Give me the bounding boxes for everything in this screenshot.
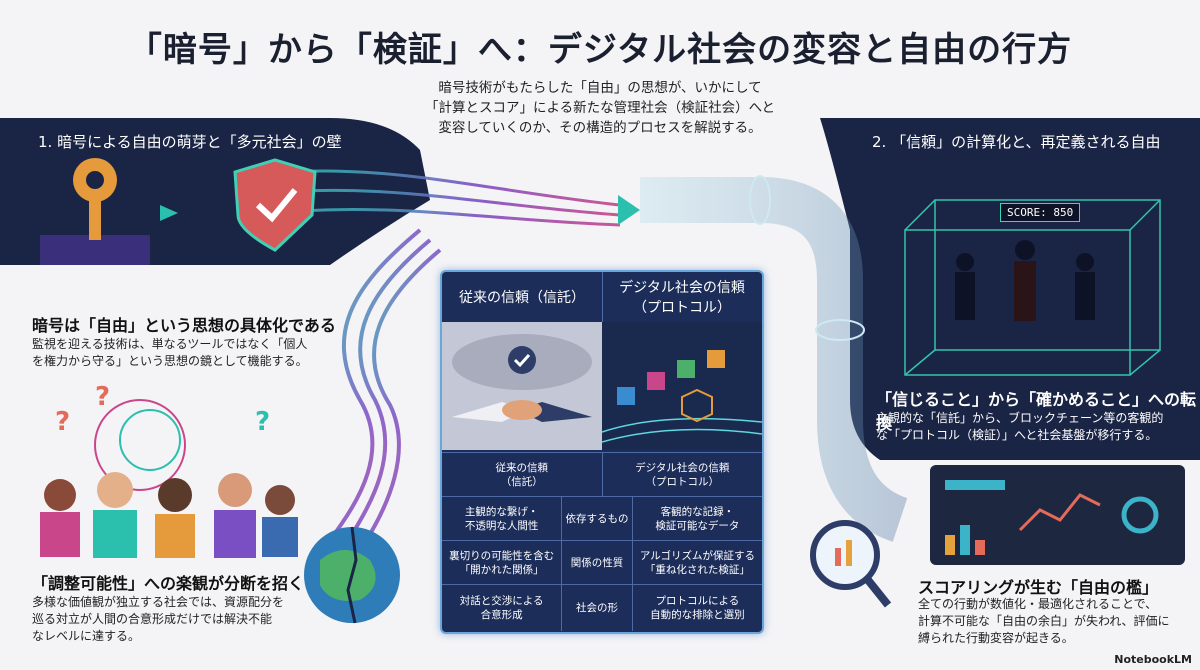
magnifier-icon xyxy=(810,520,892,608)
svg-text:?: ? xyxy=(55,407,70,437)
cell-line: 従来の信頼 xyxy=(495,462,549,474)
table-cell: 主観的な繋げ・ 不透明な人間性 xyxy=(442,497,563,541)
notebooklm-watermark: NotebookLM xyxy=(1114,653,1192,666)
body-line: 巡る対立が人間の合意形成だけでは解決不能 xyxy=(32,612,273,626)
section-1-block-2-title: 「調整可能性」への楽観が分断を招く xyxy=(32,574,305,593)
subtitle: 暗号技術がもたらした「自由」の思想が、いかにして 「計算とスコア」による新たな管… xyxy=(380,78,820,138)
cell-line: 裏切りの可能性を含む xyxy=(449,550,555,562)
cell-line: 「開かれた関係」 xyxy=(459,564,544,576)
score-badge: SCORE: 850 xyxy=(1000,203,1081,222)
cell-line: （プロトコル） xyxy=(645,476,720,488)
section-1-block-1-body: 監視を迎える技術は、単なるツールではなく「個人 を権力から守る」という思想の鏡と… xyxy=(32,336,332,370)
table-cell: 従来の信頼 （信託） xyxy=(442,453,603,497)
body-line: を権力から守る」という思想の鏡として機能する。 xyxy=(32,354,308,368)
table-row: 対話と交渉による 合意形成 社会の形 プロトコルによる 自動的な排除と選別 xyxy=(442,584,762,631)
cell-line: 自動的な排除と選別 xyxy=(650,609,745,621)
section-1-block-1-title: 暗号は「自由」という思想の具体化である xyxy=(32,316,336,335)
cell-line: 不透明な人間性 xyxy=(464,520,539,532)
cell-line: 依存するもの xyxy=(565,513,629,525)
body-line: 主観的な「信託」から、ブロックチェーン等の客観的 xyxy=(876,411,1164,425)
key-icon xyxy=(40,158,150,265)
panel-header-line: 従来の信頼（信託） xyxy=(459,290,585,306)
table-cell: 対話と交渉による 合意形成 xyxy=(442,585,563,631)
people-silhouettes xyxy=(955,240,1095,321)
cell-line: プロトコルによる xyxy=(655,595,740,607)
body-line: 多様な価値観が独立する社会では、資源配分を xyxy=(32,595,285,609)
cell-line: デジタル社会の信頼 xyxy=(635,462,730,474)
table-cell: 客観的な記録・ 検証可能なデータ xyxy=(633,497,762,541)
cell-line: 客観的な記録・ xyxy=(660,506,735,518)
globe-icon xyxy=(304,526,400,624)
table-cell: デジタル社会の信頼 （プロトコル） xyxy=(603,453,763,497)
table-cell: アルゴリズムが保証する 「重ね化された検証」 xyxy=(633,541,762,585)
body-line: 全ての行動が数値化・最適化されることで、 xyxy=(918,597,1158,611)
section-2-heading: 2. 「信頼」の計算化と、再定義される自由 xyxy=(872,133,1161,151)
cell-line: 主観的な繋げ・ xyxy=(464,506,539,518)
dashboard-icon xyxy=(930,465,1185,565)
cell-line: 合意形成 xyxy=(480,609,523,621)
table-row: 従来の信頼 （信託） デジタル社会の信頼 （プロトコル） xyxy=(442,452,762,497)
table-cell: 裏切りの可能性を含む 「開かれた関係」 xyxy=(442,541,563,585)
page-title: 「暗号」から「検証」へ：デジタル社会の変容と自由の行方 xyxy=(127,30,1073,70)
section-1-heading: 1. 暗号による自由の萌芽と「多元社会」の壁 xyxy=(38,133,342,151)
panel-header-line: （プロトコル） xyxy=(633,300,731,316)
cell-line: 社会の形 xyxy=(576,602,619,614)
section-2-block-2-title: スコアリングが生む「自由の檻」 xyxy=(918,578,1159,597)
body-line: なレベルに達する。 xyxy=(32,629,141,643)
subtitle-line: 変容していくのか、その構造的プロセスを解説する。 xyxy=(438,120,762,136)
table-row: 主観的な繋げ・ 不透明な人間性 依存するもの 客観的な記録・ 検証可能なデータ xyxy=(442,496,762,541)
body-line: 縛られた行動変容が起きる。 xyxy=(918,631,1074,645)
section-2-block-2-body: 全ての行動が数値化・最適化されることで、 計算不可能な「自由の余白」が失われ、評… xyxy=(918,596,1188,647)
cell-line: アルゴリズムが保証する xyxy=(639,550,755,562)
table-cell: 関係の性質 xyxy=(562,541,633,585)
body-line: 監視を迎える技術は、単なるツールではなく「個人 xyxy=(32,337,308,351)
cell-line: 関係の性質 xyxy=(570,557,624,569)
svg-text:?: ? xyxy=(255,407,270,437)
panel-header-line: デジタル社会の信頼 xyxy=(619,280,745,296)
subtitle-line: 暗号技術がもたらした「自由」の思想が、いかにして xyxy=(438,80,762,96)
crowd-illustration xyxy=(40,399,298,558)
body-line: な「プロトコル（検証）」へと社会基盤が移行する。 xyxy=(876,428,1158,442)
cell-line: 対話と交渉による xyxy=(459,595,544,607)
subtitle-line: 「計算とスコア」による新たな管理社会（検証社会）へと xyxy=(425,100,775,116)
table-cell: 社会の形 xyxy=(562,585,633,631)
section-1-block-2-body: 多様な価値観が独立する社会では、資源配分を 巡る対立が人間の合意形成だけでは解決… xyxy=(32,594,332,645)
cell-line: 検証可能なデータ xyxy=(655,520,740,532)
panel-header-digital: デジタル社会の信頼 （プロトコル） xyxy=(602,272,762,322)
table-cell: プロトコルによる 自動的な排除と選別 xyxy=(633,585,762,631)
question-mark-icons: ??? xyxy=(55,382,270,437)
table-row: 裏切りの可能性を含む 「開かれた関係」 関係の性質 アルゴリズムが保証する 「重… xyxy=(442,540,762,585)
cell-line: （信託） xyxy=(500,476,543,488)
cage-icon xyxy=(904,199,1161,376)
comparison-panel: 従来の信頼（信託） デジタル社会の信頼 （プロトコル） 従来の信頼 （信託） デ… xyxy=(440,270,764,634)
table-cell: 依存するもの xyxy=(562,497,633,541)
section-2-block-1-body: 主観的な「信託」から、ブロックチェーン等の客観的 な「プロトコル（検証）」へと社… xyxy=(876,410,1186,444)
svg-text:?: ? xyxy=(95,382,110,412)
shield-icon xyxy=(233,158,317,252)
blockchain-illustration xyxy=(602,322,762,450)
section-2-block-1-title: 「信じること」から「確かめること」への転換 xyxy=(876,390,1197,433)
panel-header-traditional: 従来の信頼（信託） xyxy=(442,272,603,322)
body-line: 計算不可能な「自由の余白」が失われ、評価に xyxy=(918,614,1170,628)
handshake-illustration xyxy=(442,322,602,450)
cell-line: 「重ね化された検証」 xyxy=(644,564,750,576)
